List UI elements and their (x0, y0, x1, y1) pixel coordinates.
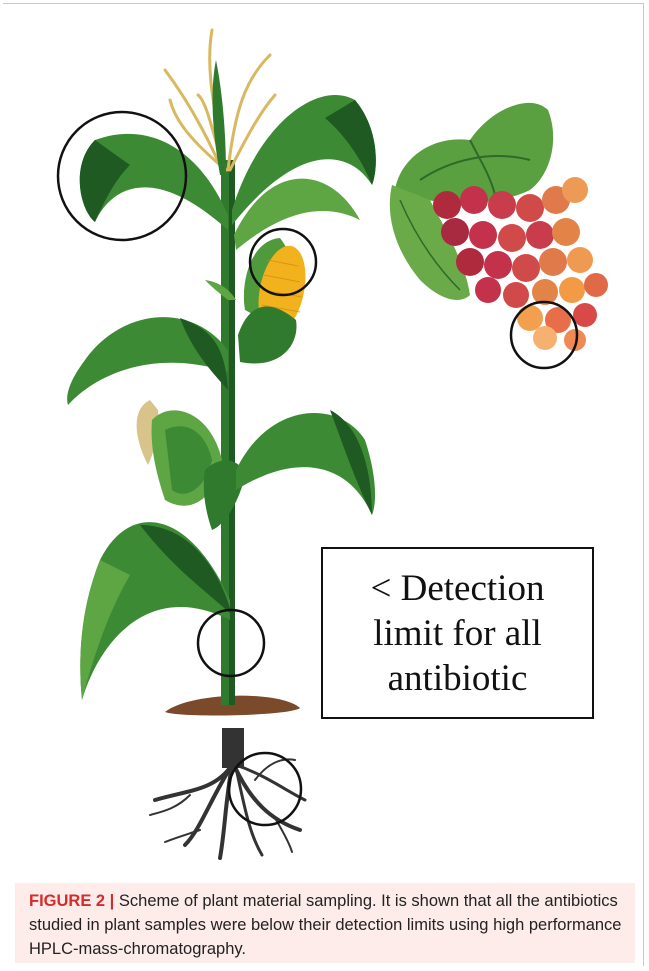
caption-text: Scheme of plant material sampling. It is… (29, 892, 621, 958)
figure-caption: FIGURE 2 | Scheme of plant material samp… (15, 883, 635, 963)
figure-label: FIGURE 2 | (29, 892, 114, 910)
detection-line-3: antibiotic (388, 656, 528, 701)
grape-cluster (433, 177, 608, 351)
plant-sampling-illustration (0, 0, 649, 880)
roots (150, 728, 305, 858)
detection-limit-box: < Detection limit for all antibiotic (321, 547, 594, 719)
detection-line-2: limit for all (373, 611, 542, 656)
detection-line-1: < Detection (371, 566, 545, 611)
